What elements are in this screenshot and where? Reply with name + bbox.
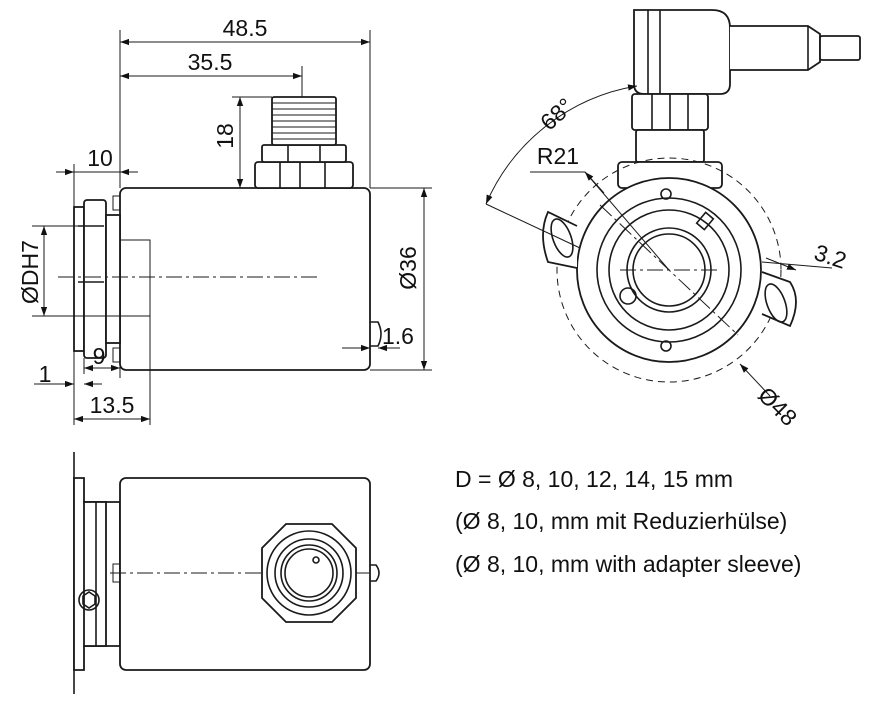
dim-shaft-length: 13.5 — [90, 392, 135, 418]
side-view: 48.5 35.5 18 10 ØDH7 Ø36 1.6 9 — [17, 15, 432, 425]
dim-radius: R21 — [537, 143, 579, 169]
dim-clamp-offset: 1.6 — [382, 323, 414, 349]
dim-bore: ØDH7 — [17, 240, 43, 304]
note-reducer-de: (Ø 8, 10, mm mit Reduzierhülse) — [455, 508, 788, 534]
dim-slot-offset: 3.2 — [811, 239, 849, 274]
dim-total-length: 48.5 — [223, 15, 268, 41]
dim-collar-width: 9 — [93, 343, 106, 369]
dim-gap: 1 — [39, 361, 52, 387]
front-view: 68° R21 3.2 Ø48 — [485, 9, 861, 431]
top-view — [73, 452, 380, 694]
dim-bolt-circle: Ø48 — [753, 382, 802, 431]
note-reducer-en: (Ø 8, 10, mm with adapter sleeve) — [455, 551, 802, 577]
dim-body-diameter: Ø36 — [395, 246, 421, 289]
dim-angle: 68° — [535, 93, 578, 136]
dim-connector-height: 18 — [212, 123, 238, 149]
dim-connector-offset: 35.5 — [188, 49, 233, 75]
dim-flange-offset: 10 — [87, 145, 113, 171]
note-shaft-diameters: D = Ø 8, 10, 12, 14, 15 mm — [455, 466, 734, 492]
